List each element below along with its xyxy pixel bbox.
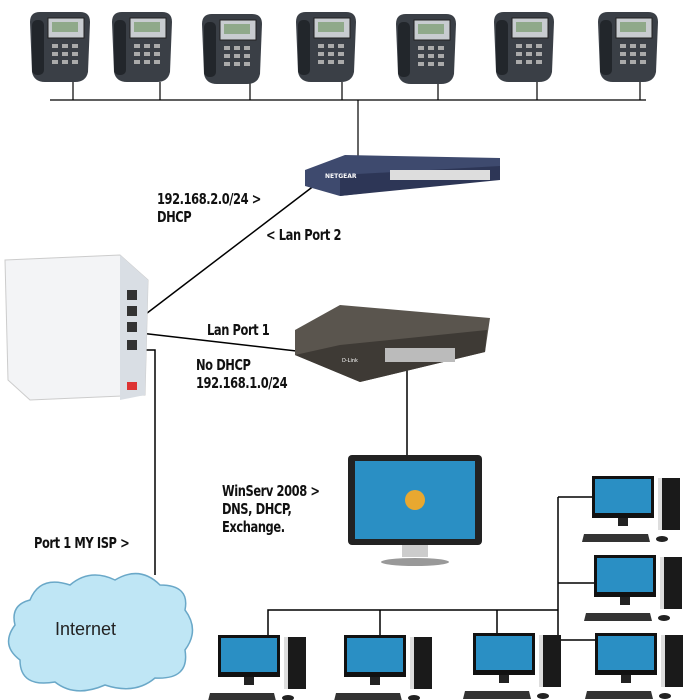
ip-phone-icon <box>201 13 263 85</box>
server-services-label: DNS, DHCP, <box>222 500 292 518</box>
workstation-icon <box>463 633 561 699</box>
ip-phone-icon <box>111 11 173 83</box>
phone-bus <box>50 82 646 160</box>
internet-cloud-icon <box>7 572 194 692</box>
server-role-label: WinServ 2008 > <box>222 482 320 500</box>
dlink-switch-icon: D-Link <box>295 305 490 382</box>
ip-phone-icon <box>29 11 91 83</box>
ip-phone-icon <box>295 11 357 83</box>
dlink-dhcp-label: No DHCP <box>196 356 251 374</box>
workstation-icon <box>208 635 306 700</box>
svg-text:D-Link: D-Link <box>342 358 358 364</box>
server-exchange-label: Exchange. <box>222 518 285 536</box>
workstation-icon <box>334 635 432 700</box>
workstation-icon <box>582 476 680 542</box>
svg-text:NETGEAR: NETGEAR <box>325 173 357 180</box>
isp-port-label: Port 1 MY ISP > <box>34 534 130 552</box>
dlink-subnet-label: 192.168.1.0/24 <box>196 374 288 392</box>
links <box>137 184 620 641</box>
internet-label: Internet <box>55 619 117 639</box>
netgear-subnet-label: 192.168.2.0/24 > <box>157 190 261 208</box>
netgear-dhcp-label: DHCP <box>157 208 192 226</box>
netgear-switch-icon: NETGEAR <box>305 155 500 196</box>
workstation-icon <box>584 555 682 621</box>
ip-phone-icon <box>597 11 659 83</box>
ip-phone-icon <box>395 13 457 85</box>
lan-port-1-label: Lan Port 1 <box>207 321 270 339</box>
workstation-icon <box>585 633 683 699</box>
lan-port-2-label: < Lan Port 2 <box>266 226 342 244</box>
server-monitor-icon <box>348 455 482 566</box>
ip-phone-icon <box>493 11 555 83</box>
router-icon <box>4 254 149 401</box>
ip-phones <box>29 11 659 85</box>
